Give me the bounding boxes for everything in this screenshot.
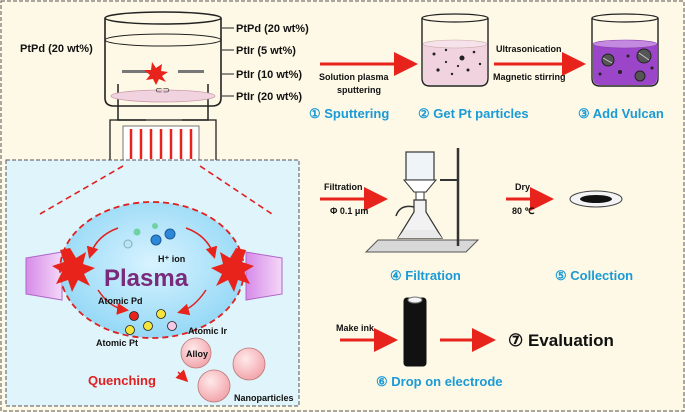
- step-4-label: ④ Filtration: [390, 268, 461, 283]
- step-6-label: ⑥ Drop on electrode: [376, 374, 503, 389]
- nanoparticle: [232, 347, 266, 381]
- arrow2-label-bottom: Magnetic stirring: [493, 72, 566, 82]
- step-2-label: ② Get Pt particles: [418, 106, 529, 121]
- sputtering-apparatus: ⊂⊃: [104, 11, 222, 167]
- alloy-label: Alloy: [186, 349, 208, 359]
- h-ion-label: H⁺ ion: [158, 254, 185, 264]
- make-ink-label: Make ink: [336, 323, 375, 333]
- collected-catalyst: [569, 190, 623, 208]
- legend-item-2: PtIr (5 wt%): [236, 45, 296, 57]
- filtration-label: Filtration: [324, 182, 363, 192]
- atomic-pd-label: Atomic Pd: [98, 296, 143, 306]
- zoom-line-left: [39, 165, 124, 215]
- nanoparticles-label: Nanoparticles: [234, 393, 294, 403]
- alloy-particle: [180, 337, 212, 369]
- arrow1-label-top: Solution plasma: [319, 72, 390, 82]
- legend-item-4: PtIr (20 wt%): [236, 91, 302, 103]
- arrow2-label-top: Ultrasonication: [496, 44, 562, 54]
- quenching-label: Quenching: [88, 373, 156, 388]
- dry-temperature: 80 ℃: [512, 206, 535, 216]
- step-5-label: ⑤ Collection: [555, 268, 633, 283]
- svg-text:⊂⊃: ⊂⊃: [155, 85, 170, 95]
- left-sample-label: PtPd (20 wt%): [20, 43, 93, 55]
- filtration-apparatus: [364, 148, 480, 253]
- beaker-pt-particles: [421, 13, 489, 87]
- plasma-bubble: [25, 201, 283, 339]
- zoom-line-right: [199, 165, 273, 215]
- nanoparticle: [197, 369, 231, 403]
- legend-item-3: PtIr (10 wt%): [236, 69, 302, 81]
- legend-item-1: PtPd (20 wt%): [236, 23, 309, 35]
- atomic-pt-label: Atomic Pt: [96, 338, 138, 348]
- electrode: [403, 296, 427, 367]
- step-7-label: ⑦ Evaluation: [508, 331, 614, 350]
- step-1-label: ① Sputtering: [309, 106, 389, 121]
- beaker-vulcan: [591, 13, 659, 87]
- plasma-label: Plasma: [104, 265, 189, 292]
- dry-label: Dry: [515, 182, 530, 192]
- filtration-pore-size: Φ 0.1 μm: [330, 206, 368, 216]
- arrow1-label-bottom: sputtering: [337, 85, 381, 95]
- composition-legend: PtPd (20 wt%) PtIr (5 wt%) PtIr (10 wt%)…: [222, 23, 309, 103]
- atomic-ir-label: Atomic Ir: [188, 326, 228, 336]
- step-3-label: ③ Add Vulcan: [578, 106, 664, 121]
